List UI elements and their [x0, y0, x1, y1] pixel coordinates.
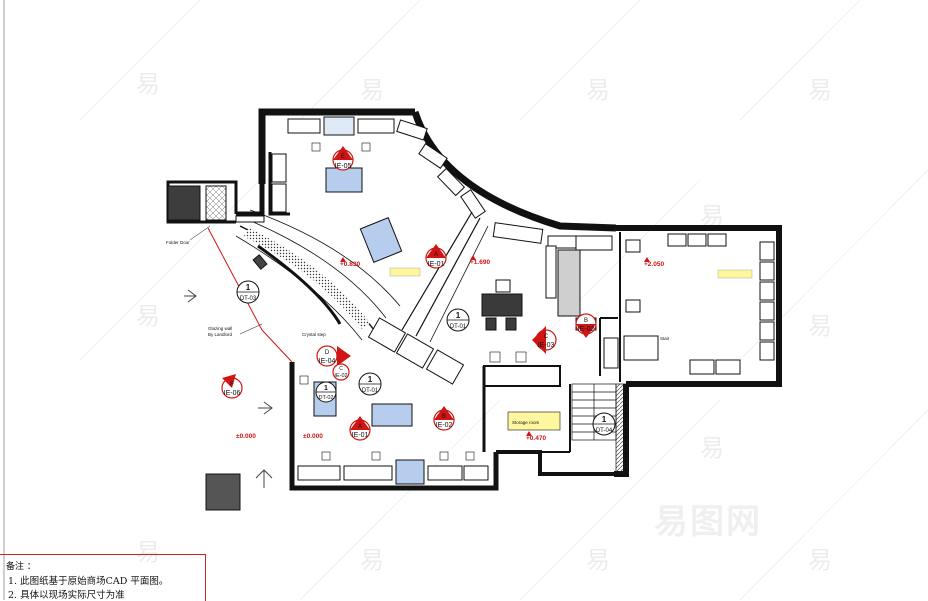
- tag-letter: F: [230, 382, 234, 388]
- tag-letter: E: [341, 154, 345, 160]
- label-crystal-step: Crystal step: [302, 332, 326, 337]
- level-center-upper: +0.830: [340, 261, 360, 268]
- level-lower-mid: +0.470: [526, 435, 546, 442]
- tag-code: IE-02: [578, 326, 595, 333]
- exterior-objects: [167, 185, 268, 511]
- tag-letter: A: [434, 252, 438, 258]
- lower-walls: [482, 365, 571, 453]
- detail-code: DT-01: [362, 388, 379, 394]
- detail-dt03: 1 DT-03: [236, 280, 260, 304]
- detail-dt02: 1 DT-02: [315, 381, 337, 403]
- tag-code: IE-02: [334, 373, 347, 379]
- tag-ie02-c: C IE-02: [332, 363, 350, 381]
- tag-code: IE-05: [335, 163, 352, 170]
- tag-ie03: C IE-03: [532, 326, 557, 354]
- tag-letter: D: [325, 350, 330, 356]
- tag-code: IE-06: [224, 390, 241, 397]
- glazing-corridor: [401, 211, 489, 343]
- tag-ie01-b: A IE-01: [349, 416, 371, 441]
- watermark-logo: 易图网: [654, 502, 762, 542]
- tag-code: IE-02: [436, 422, 453, 429]
- detail-code: DT-04: [596, 428, 613, 434]
- tag-ie04: D IE-04: [316, 345, 351, 367]
- tag-letter: B: [442, 414, 446, 420]
- right-partitions: [599, 232, 659, 382]
- level-center-right: +1.690: [470, 259, 490, 266]
- label-folder-door: Folder Door: [166, 240, 190, 245]
- chairs: [299, 142, 527, 461]
- level-left-exterior: ±0.000: [236, 433, 256, 440]
- label-glazing-wall: Glazing wall: [208, 326, 232, 331]
- notes-box: 备注 ： 1. 此图纸基于原始商场CAD 平面图。 2. 具体以现场实际尺寸为准: [0, 554, 206, 601]
- detail-num: 1: [368, 375, 373, 384]
- detail-num: 1: [456, 311, 461, 320]
- detail-dt01-a: 1 DT-01: [446, 308, 470, 332]
- tag-letter: A: [358, 424, 362, 430]
- notes-line-1: 1. 此图纸基于原始商场CAD 平面图。: [8, 576, 169, 587]
- detail-num: 1: [602, 415, 607, 424]
- red-lines: [207, 227, 293, 363]
- notes-line-2: 2. 具体以现场实际尺寸为准: [8, 590, 125, 601]
- detail-code: DT-01: [450, 324, 467, 330]
- direction-arrows: [184, 289, 273, 488]
- tag-code: IE-01: [352, 432, 369, 439]
- label-storage: Storage room: [512, 420, 540, 425]
- yellow-notes: [389, 267, 753, 279]
- watermark-grid: [79, 0, 928, 600]
- level-marks: ±0.000 ±0.000 +0.830 +1.690 +2.050 +0.47…: [236, 259, 664, 442]
- detail-dt01-b: 1 DT-01: [358, 372, 382, 396]
- tag-code: IE-04: [319, 358, 336, 365]
- tag-code: IE-01: [428, 261, 445, 268]
- crystal-step: [235, 209, 401, 341]
- bottom-shelving: [297, 465, 489, 481]
- level-arrows: [340, 255, 650, 436]
- leader-lines: [189, 225, 263, 335]
- detail-num: 1: [324, 385, 328, 392]
- detail-code: DT-02: [319, 395, 334, 401]
- display-tables: [313, 167, 425, 485]
- left-wall: [268, 152, 290, 216]
- stair: [571, 383, 627, 475]
- annotations: Folder Door Glazing wall By Landlord Cry…: [166, 240, 670, 425]
- outer-walls: [166, 108, 782, 491]
- level-lower-left: ±0.000: [303, 433, 323, 440]
- level-right-room: +2.050: [644, 261, 664, 268]
- tag-ie02-lower: B IE-02: [433, 406, 455, 431]
- top-shelving: [287, 116, 613, 251]
- tag-code: IE-03: [538, 342, 555, 349]
- label-stair: Stair: [660, 336, 670, 341]
- glass-cases: [367, 317, 465, 385]
- tag-ie01-a: A IE-01: [425, 244, 447, 269]
- tag-letter: B: [584, 318, 588, 324]
- notes-title: 备注 ：: [6, 562, 36, 572]
- tag-ie05: E IE-05: [332, 146, 354, 171]
- detail-dt04: 1 DT-04: [592, 412, 616, 436]
- detail-num: 1: [246, 283, 251, 292]
- tag-letter: C: [544, 334, 549, 340]
- detail-code: DT-03: [240, 296, 257, 302]
- label-by-landlord: By Landlord: [208, 332, 233, 337]
- tag-ie02-b: B IE-02: [575, 313, 597, 338]
- right-room: [625, 233, 775, 375]
- counter: [481, 279, 523, 331]
- tag-ie06: F IE-06: [221, 374, 243, 399]
- left-shelf: [271, 153, 287, 213]
- tag-letter: C: [339, 366, 343, 372]
